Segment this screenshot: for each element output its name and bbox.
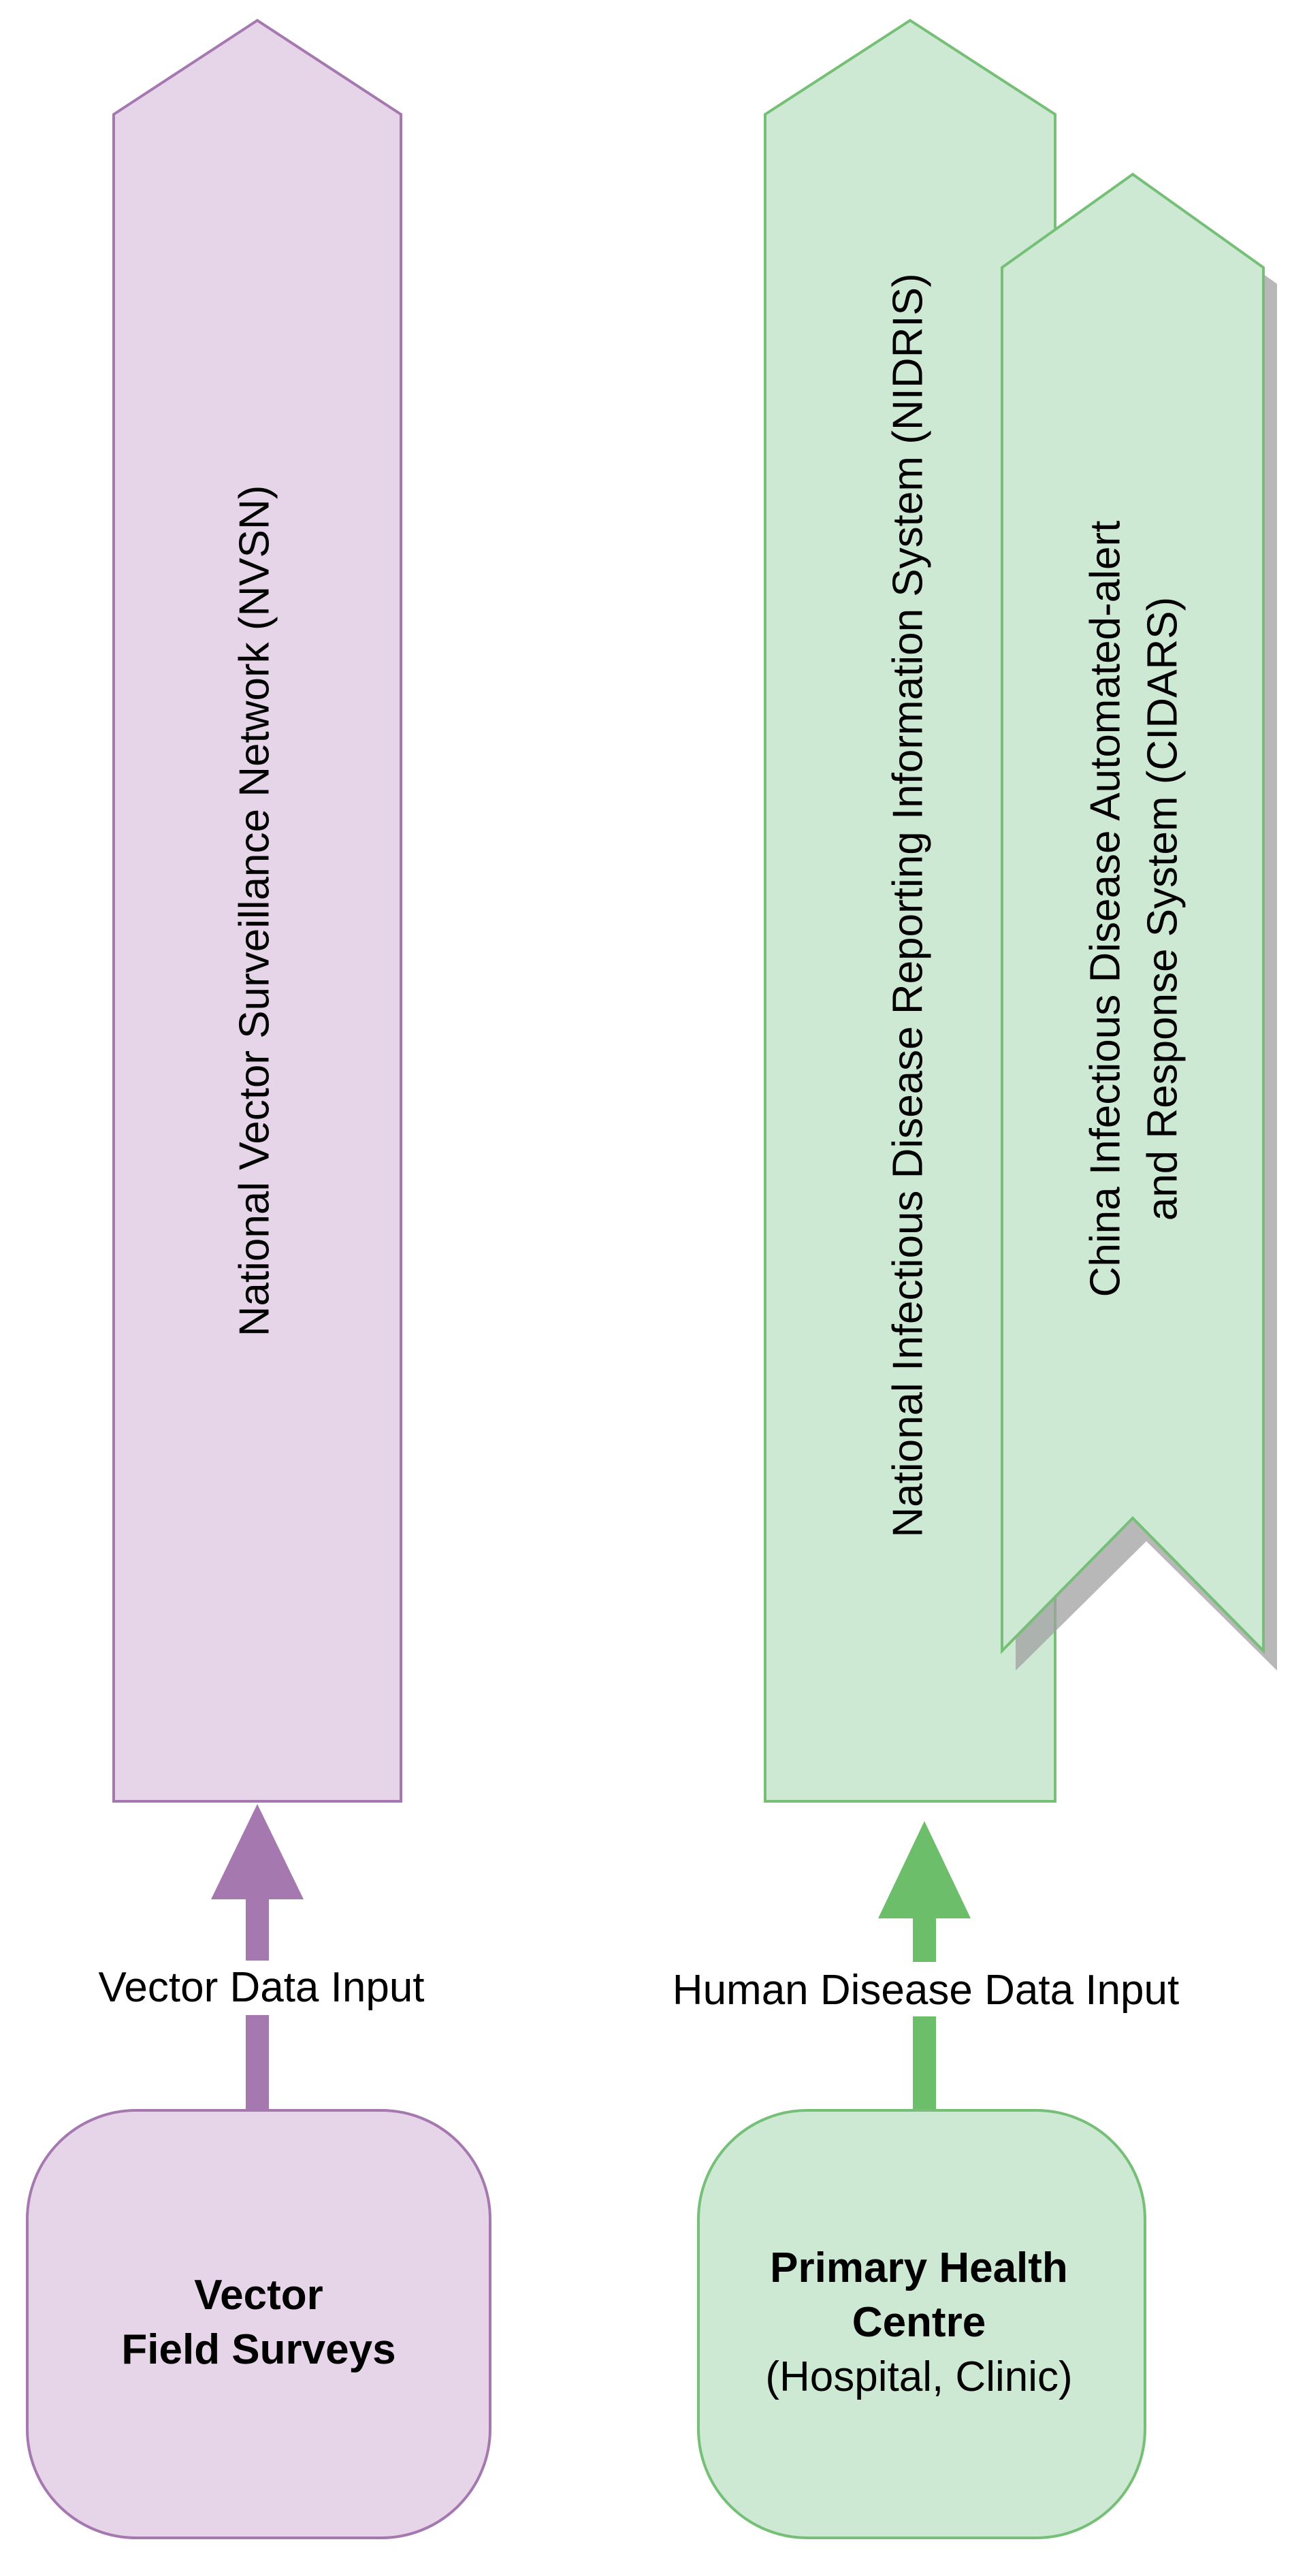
vector-input-label: Vector Data Input: [98, 1964, 424, 2011]
nvsn-shape: [112, 18, 402, 1803]
human-arrow-head: [878, 1821, 971, 1918]
cidars-label-line1: China Infectious Disease Automated-alert: [1082, 521, 1129, 1298]
vector-arrow-head: [211, 1804, 304, 1899]
health-box-line2: Centre: [852, 2299, 986, 2346]
vector-input-label-bg: [75, 1961, 442, 2015]
nvsn-block[interactable]: National Vector Surveillance Network (NV…: [112, 18, 402, 1803]
nvsn-label: National Vector Surveillance Network (NV…: [231, 485, 278, 1337]
cidars-shape: [1001, 172, 1265, 1654]
nidris-block[interactable]: National Infectious Disease Reporting In…: [764, 18, 1056, 1803]
health-box-line1: Primary Health: [770, 2244, 1068, 2291]
vector-field-surveys-box[interactable]: Vector Field Surveys: [26, 2109, 491, 2539]
human-input-label-bg: [640, 1962, 1212, 2016]
health-box-line3: (Hospital, Clinic): [765, 2353, 1072, 2400]
vector-box-line1: Vector: [194, 2272, 323, 2319]
health-box-shape: [697, 2109, 1146, 2539]
human-input-label: Human Disease Data Input: [673, 1967, 1179, 2014]
vector-data-arrow: [211, 1804, 304, 2110]
nidris-label: National Infectious Disease Reporting In…: [884, 273, 931, 1537]
primary-health-centre-box[interactable]: Primary Health Centre (Hospital, Clinic): [697, 2109, 1146, 2539]
cidars-label-line2: and Response System (CIDARS): [1139, 597, 1186, 1221]
cidars-block[interactable]: China Infectious Disease Automated-alert…: [1001, 172, 1277, 1671]
vector-box-line2: Field Surveys: [121, 2326, 395, 2373]
vector-box-shape: [26, 2109, 491, 2539]
